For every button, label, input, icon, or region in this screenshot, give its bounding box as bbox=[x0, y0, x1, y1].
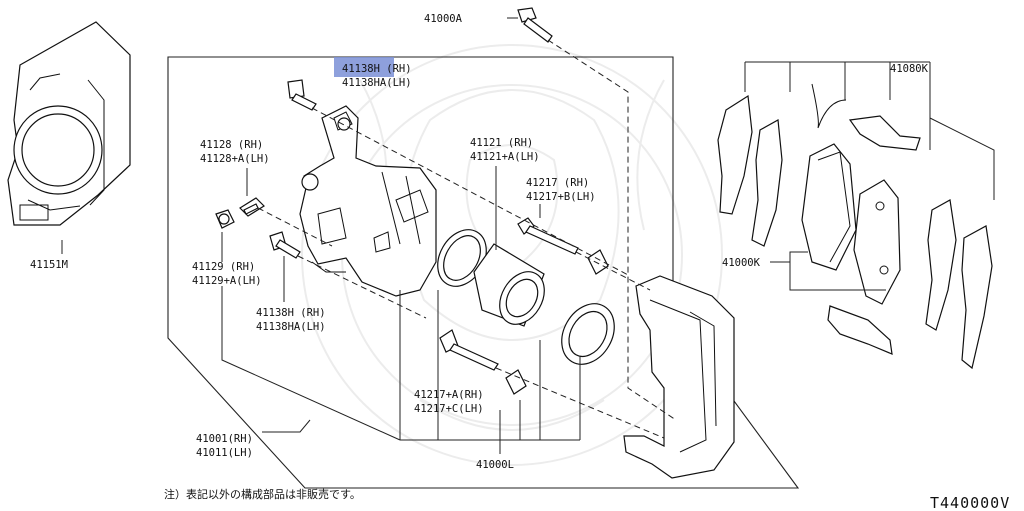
pad-kit-bracket bbox=[744, 61, 995, 200]
label-41217C[interactable]: 41217+C(LH) bbox=[414, 403, 484, 415]
label-41000K[interactable]: 41000K bbox=[722, 257, 761, 269]
label-41138H-top[interactable]: 41138H (RH) bbox=[342, 63, 412, 75]
bolt-41138H-top bbox=[287, 79, 317, 111]
label-41000L[interactable]: 41000L bbox=[476, 459, 514, 471]
brake-pad-outer bbox=[853, 179, 901, 305]
label-41138HA-top[interactable]: 41138HA(LH) bbox=[342, 77, 412, 89]
slide-pin-upper bbox=[517, 217, 579, 255]
label-41128[interactable]: 41128 (RH) bbox=[200, 139, 263, 151]
label-41151M[interactable]: 41151M bbox=[30, 259, 68, 271]
pad-retainer-lower bbox=[827, 305, 893, 355]
pin-boot-lower bbox=[505, 369, 527, 395]
slide-pin-lower bbox=[439, 329, 499, 371]
backing-plate bbox=[7, 21, 131, 226]
pad-wear-sensor-wire bbox=[811, 83, 847, 129]
label-41217[interactable]: 41217 (RH) bbox=[526, 177, 589, 189]
label-41217A[interactable]: 41217+A(RH) bbox=[414, 389, 484, 401]
anti-squeal-shims bbox=[717, 94, 993, 370]
label-41138HA-mid[interactable]: 41138HA(LH) bbox=[256, 321, 326, 333]
caliper-bracket bbox=[623, 275, 735, 479]
label-41217B[interactable]: 41217+B(LH) bbox=[526, 191, 596, 203]
label-41138H-mid[interactable]: 41138H (RH) bbox=[256, 307, 326, 319]
label-41129A[interactable]: 41129+A(LH) bbox=[192, 275, 262, 287]
label-41129[interactable]: 41129 (RH) bbox=[192, 261, 255, 273]
label-41121A[interactable]: 41121+A(LH) bbox=[470, 151, 540, 163]
brake-pad-inner bbox=[801, 143, 857, 271]
caliper-body bbox=[299, 105, 437, 297]
label-41080K[interactable]: 41080K bbox=[890, 63, 929, 75]
diagram-code: T440000V bbox=[930, 494, 1010, 511]
piston-boot bbox=[561, 303, 615, 365]
bleeder-screw bbox=[239, 197, 265, 217]
label-41128A[interactable]: 41128+A(LH) bbox=[200, 153, 270, 165]
pin-boot-upper bbox=[587, 249, 609, 275]
label-41001[interactable]: 41001(RH) bbox=[196, 433, 253, 445]
bolt-41138H-mid bbox=[269, 231, 301, 259]
part-highlight bbox=[334, 57, 394, 77]
bolt-41000A bbox=[517, 7, 553, 43]
pad-retainer-upper bbox=[848, 115, 921, 151]
bleeder-cap bbox=[215, 209, 235, 229]
label-41121[interactable]: 41121 (RH) bbox=[470, 137, 533, 149]
label-41011[interactable]: 41011(LH) bbox=[196, 447, 253, 459]
label-41000A[interactable]: 41000A bbox=[424, 13, 463, 25]
assembly-outline-box bbox=[167, 56, 800, 489]
footer-note: 注）表記以外の構成部品は非販売です。 bbox=[164, 487, 361, 501]
piston bbox=[473, 243, 545, 327]
leader-lines bbox=[61, 17, 886, 454]
